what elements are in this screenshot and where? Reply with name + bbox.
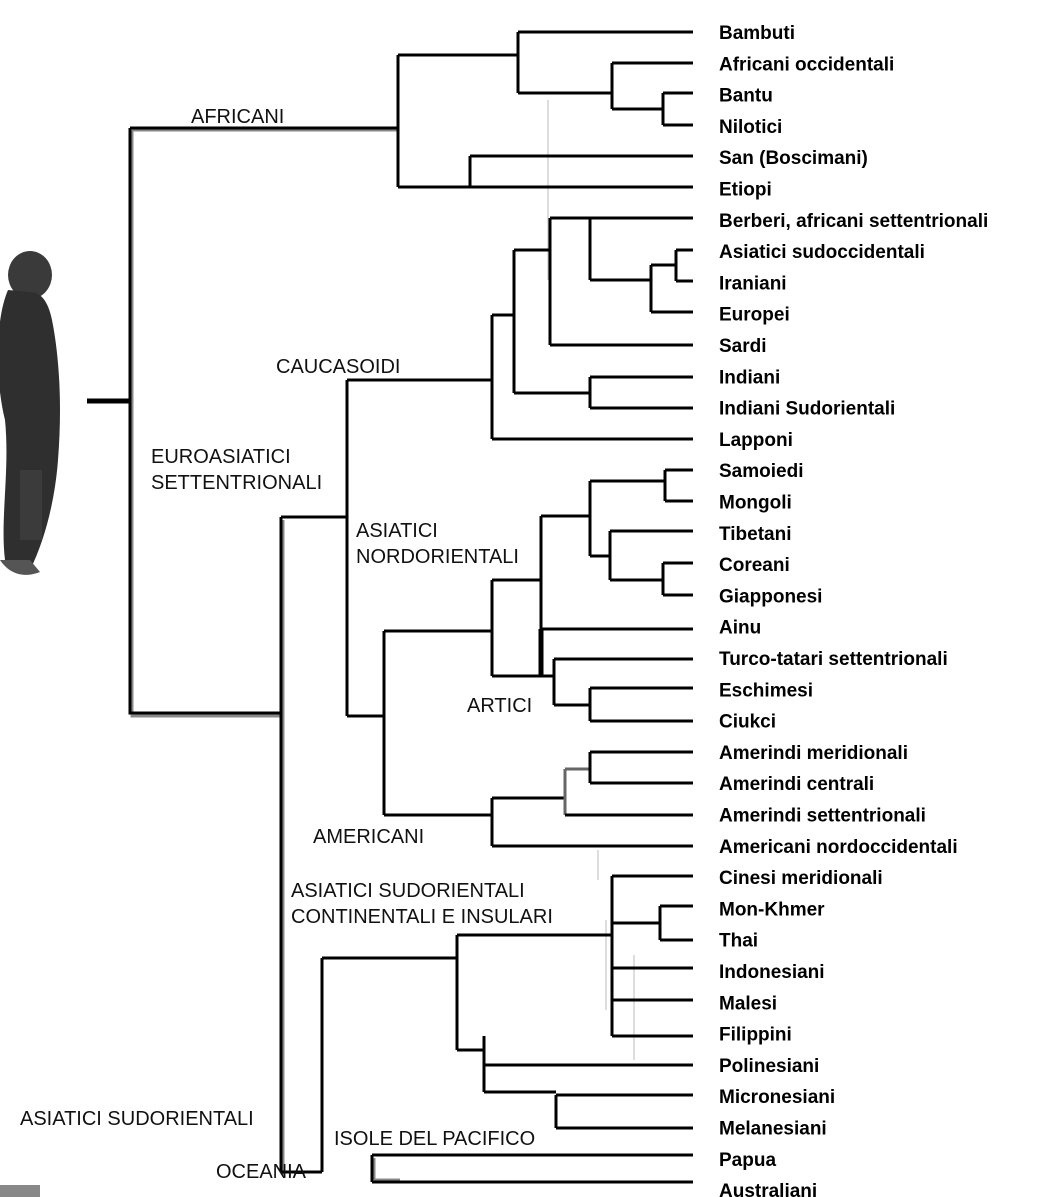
leaf-label: Mongoli	[719, 493, 792, 514]
leaf-label: Berberi, africani settentrionali	[719, 211, 988, 232]
label-artici: ARTICI	[467, 695, 532, 717]
leaf-label: Indiani	[719, 367, 780, 388]
leaf-label: Melanesiani	[719, 1119, 827, 1140]
leaf-label: San (Boscimani)	[719, 148, 868, 169]
leaf-label: Nilotici	[719, 117, 782, 138]
leaf-label: Malesi	[719, 993, 777, 1014]
label-africani: AFRICANI	[191, 106, 284, 128]
leaf-label: Iraniani	[719, 273, 787, 294]
leaf-label: Amerindi settentrionali	[719, 806, 926, 827]
leaf-label: Papua	[719, 1150, 776, 1171]
leaf-label: Europei	[719, 305, 790, 326]
label-asiatici-nord-1: ASIATICI	[356, 520, 438, 542]
leaf-label: Filippini	[719, 1025, 792, 1046]
leaf-label: Turco-tatari settentrionali	[719, 649, 948, 670]
leaf-label: Ciukci	[719, 712, 776, 733]
hominid-figure-image	[0, 251, 60, 575]
leaf-label: Cinesi meridionali	[719, 868, 883, 889]
leaf-label: Samoiedi	[719, 461, 803, 482]
leaf-label: Mon-Khmer	[719, 899, 825, 920]
leaf-label: Tibetani	[719, 524, 792, 545]
leaf-label: Amerindi centrali	[719, 774, 874, 795]
corner-box	[0, 1185, 40, 1197]
leaf-label: Polinesiani	[719, 1056, 819, 1077]
leaf-label: Bambuti	[719, 23, 795, 44]
label-americani: AMERICANI	[313, 826, 424, 848]
leaf-label: Thai	[719, 931, 758, 952]
label-asiatici-sudor-cont-2: CONTINENTALI E INSULARI	[291, 906, 553, 928]
label-caucasoidi: CAUCASOIDI	[276, 356, 400, 378]
leaf-label: Indiani Sudorientali	[719, 399, 895, 420]
leaf-label: Americani nordoccidentali	[719, 837, 958, 858]
leaf-label: Bantu	[719, 86, 773, 107]
label-asiatici-sudorientali: ASIATICI SUDORIENTALI	[20, 1108, 254, 1130]
label-asiatici-nord-2: NORDORIENTALI	[356, 546, 519, 568]
leaf-label: Australiani	[719, 1181, 817, 1197]
leaf-label: Indonesiani	[719, 962, 825, 983]
leaf-label: Sardi	[719, 336, 767, 357]
leaf-label: Asiatici sudoccidentali	[719, 242, 925, 263]
label-isole-pacifico: ISOLE DEL PACIFICO	[334, 1128, 535, 1150]
leaf-label: Etiopi	[719, 180, 772, 201]
leaf-label: Giapponesi	[719, 586, 822, 607]
leaf-label: Africani occidentali	[719, 54, 894, 75]
label-oceania: OCEANIA	[216, 1161, 307, 1183]
leaf-label: Micronesiani	[719, 1087, 835, 1108]
leaf-label: Eschimesi	[719, 680, 813, 701]
leaf-label: Amerindi meridionali	[719, 743, 908, 764]
label-euroasiatici-2: SETTENTRIONALI	[151, 472, 322, 494]
label-euroasiatici-1: EUROASIATICI	[151, 446, 291, 468]
leaf-label: Coreani	[719, 555, 790, 576]
leaf-label: Ainu	[719, 618, 761, 639]
leaf-label: Lapponi	[719, 430, 793, 451]
label-asiatici-sudor-cont-1: ASIATICI SUDORIENTALI	[291, 880, 525, 902]
